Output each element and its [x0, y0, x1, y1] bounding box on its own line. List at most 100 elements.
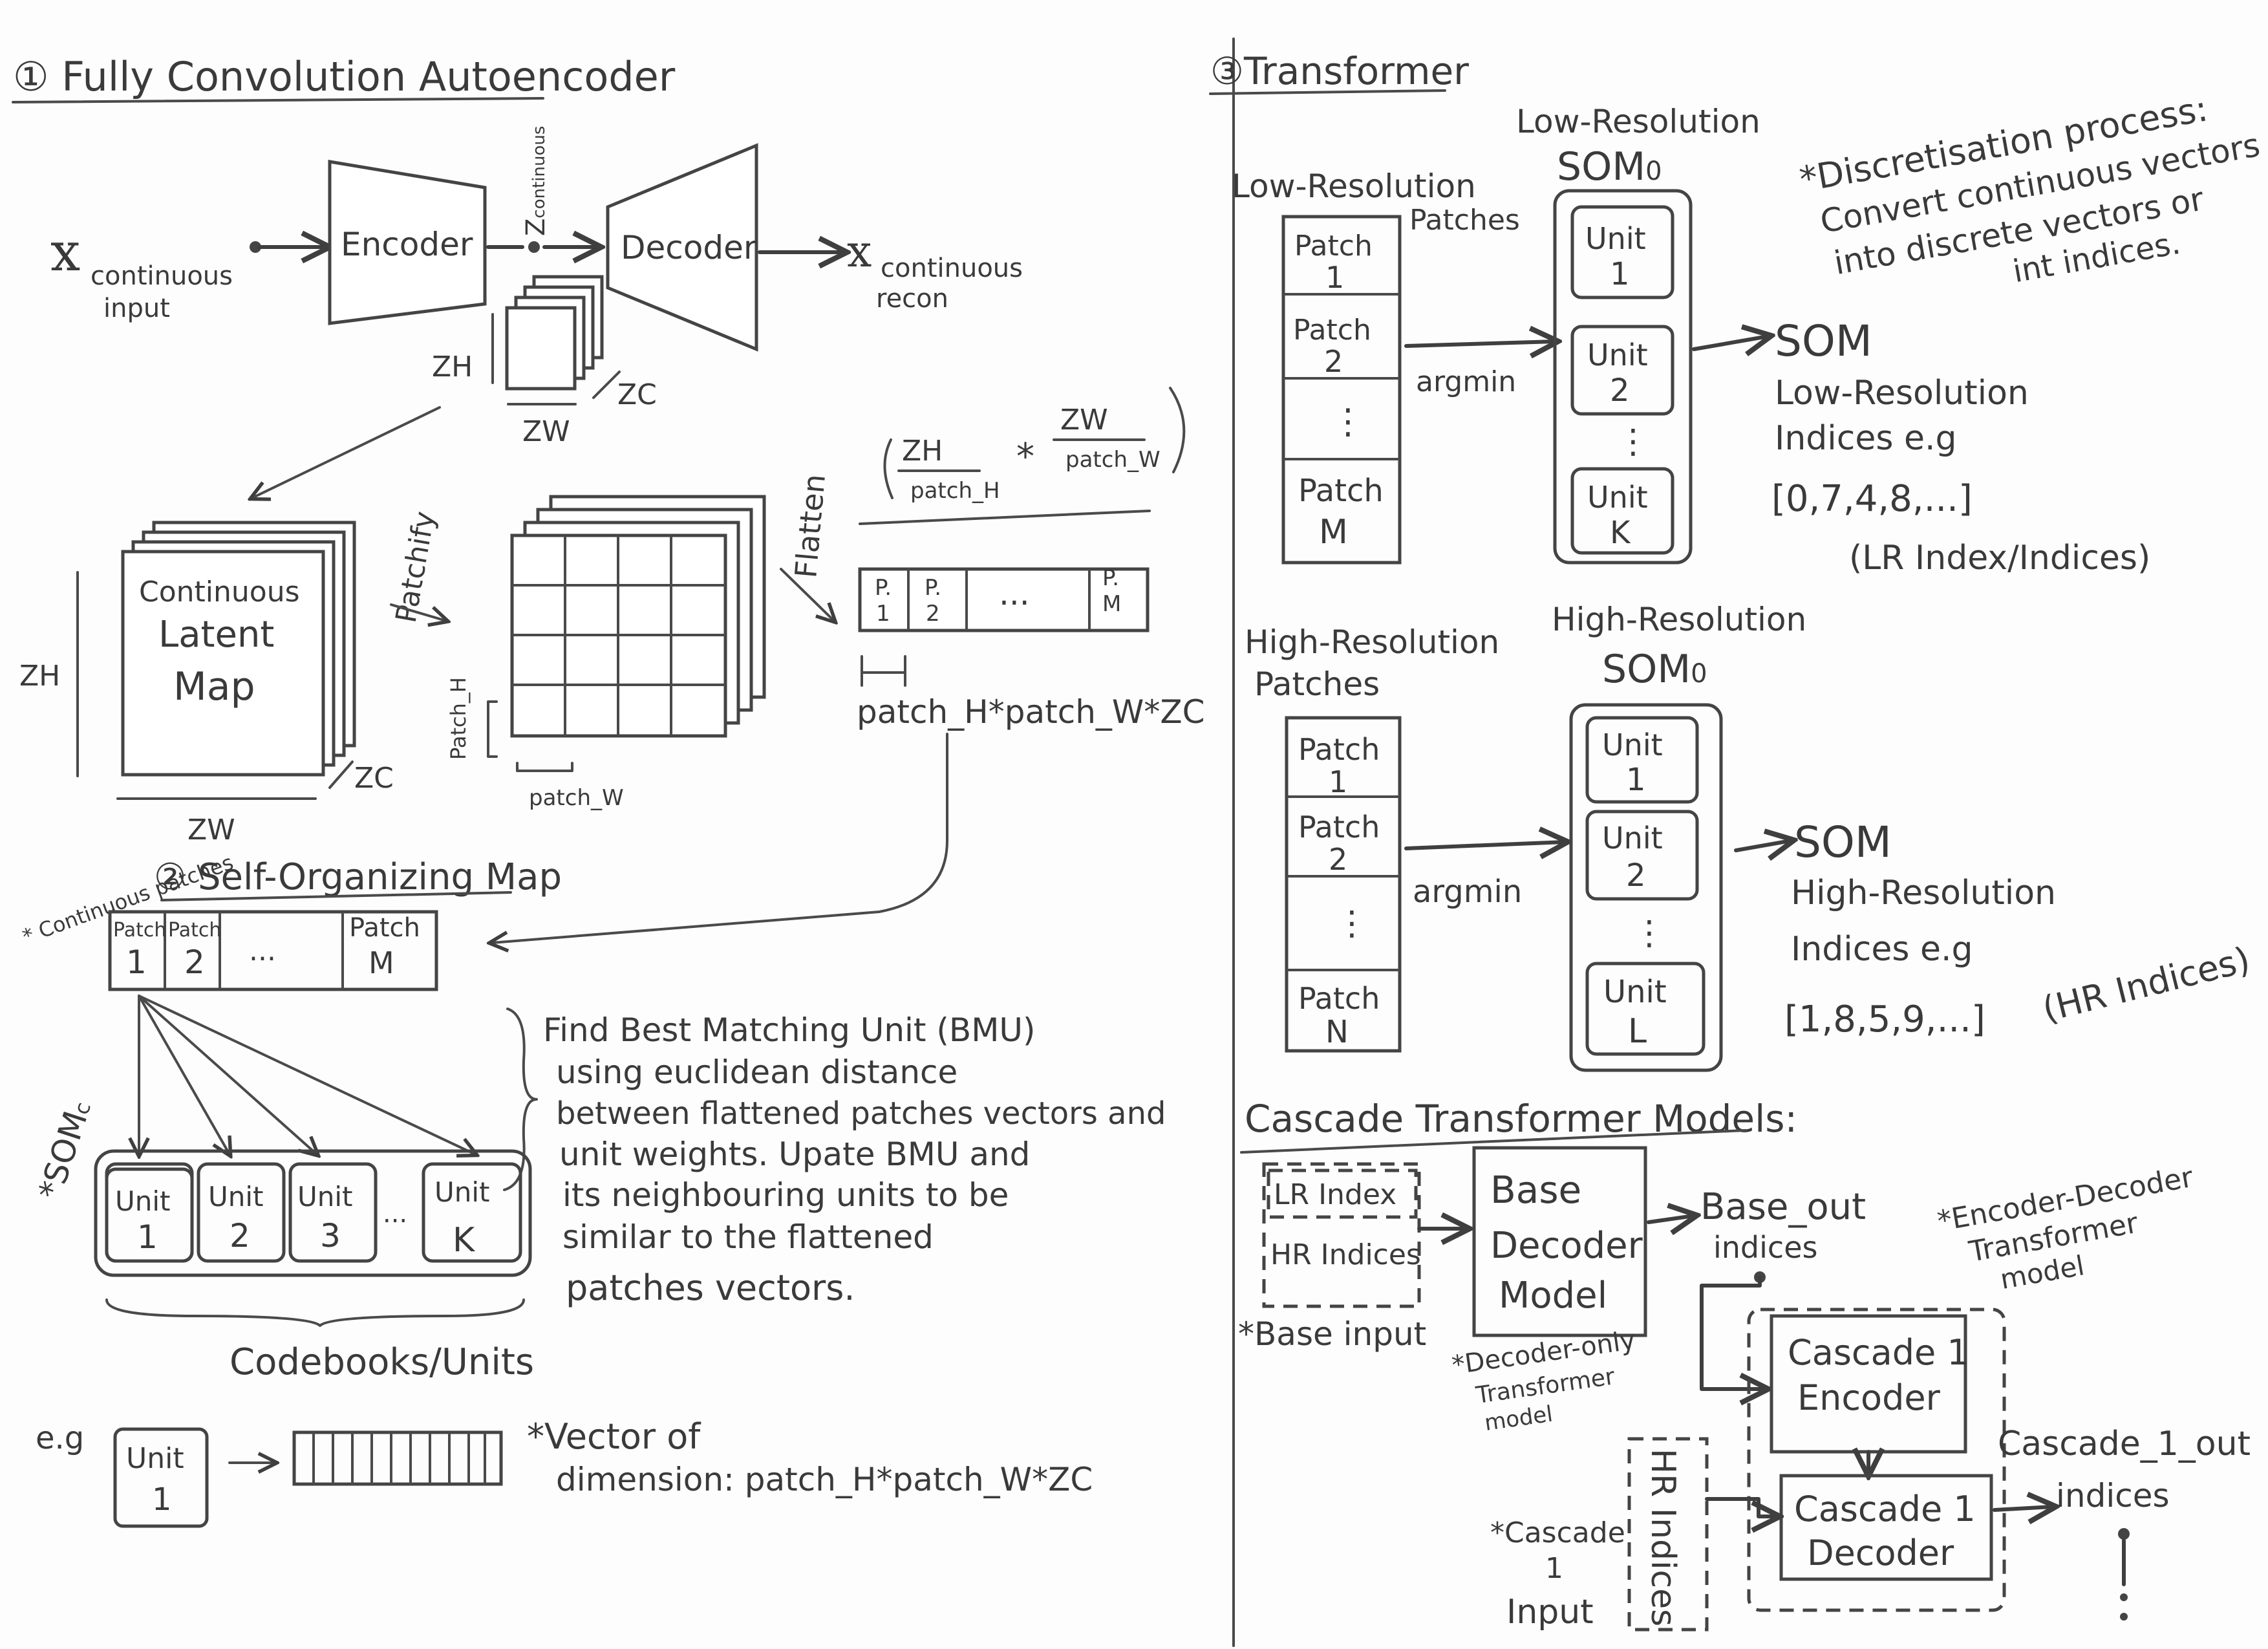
hr-out-title: SOM — [1794, 817, 1892, 867]
cascade-input-line2: 1 — [1545, 1552, 1563, 1585]
x-input-note: input — [103, 294, 170, 323]
bmu-line-7: patches vectors. — [566, 1267, 855, 1308]
x-input-symbol: x — [50, 222, 80, 283]
base-out-line2: indices — [1713, 1230, 1817, 1265]
som-patch-row: Patch 1 Patch 2 ... Patch M — [108, 910, 438, 991]
encoder-block — [328, 160, 487, 325]
cascade-title-underline — [1240, 1129, 1747, 1154]
enc-dec-outer-box — [1747, 1308, 2006, 1612]
lr-unit-1-bottom: 1 — [1610, 256, 1630, 292]
som-units: Unit 1 Unit 2 Unit 3 ... Unit K — [94, 1149, 532, 1277]
frac1-den: patch_H — [910, 478, 1000, 504]
lr-patch-1-bottom: 1 — [1325, 260, 1344, 295]
z-dot — [528, 241, 540, 253]
base-model-line2: Decoder — [1490, 1225, 1643, 1267]
flat-dim-label: patch_H*patch_W*ZC — [857, 693, 1205, 731]
som-title-underline — [160, 891, 512, 901]
eg-unit-bottom: 1 — [152, 1482, 172, 1518]
flatten-arrow — [780, 568, 834, 621]
frac2-den: patch_W — [1065, 447, 1161, 473]
patch-h-bracket — [487, 700, 498, 758]
patch-w-label: patch_W — [529, 785, 624, 811]
hr-out-list: [1,8,5,9,...] — [1784, 998, 1985, 1040]
x-recon-symbol: x — [847, 226, 872, 277]
flat-cell-2-num: 2 — [926, 601, 940, 627]
patchify-arrow — [390, 603, 446, 621]
latent-line2: Latent — [158, 614, 274, 656]
lr-patch-ellipsis: ⋮ — [1331, 401, 1365, 442]
som-patch-m-top: Patch — [349, 913, 420, 943]
eg-vector — [292, 1430, 503, 1486]
cascade-out-dot — [2118, 1528, 2130, 1540]
cascade-input-line1: *Cascade — [1490, 1516, 1625, 1549]
codebooks-label: Codebooks/Units — [230, 1341, 534, 1383]
hr-unit-1-top: Unit — [1602, 727, 1663, 762]
cascade-encoder-line1: Cascade 1 — [1788, 1332, 1969, 1373]
bmu-line-3: between flattened patches vectors and — [556, 1095, 1166, 1132]
x-recon-sub: continuous — [881, 253, 1023, 283]
cascade-encoder-line2: Encoder — [1797, 1377, 1941, 1418]
flat-cell-m-num: M — [1102, 591, 1121, 617]
som-patch-2-bottom: 2 — [184, 943, 205, 981]
lr-out-list: [0,7,4,8,...] — [1771, 478, 1973, 520]
flat-cell-1-top: P. — [875, 575, 892, 601]
flatten-label: Flatten — [788, 473, 832, 579]
hr-out-line2: Indices e.g — [1791, 930, 1973, 969]
lr-patch-2-bottom: 2 — [1324, 344, 1343, 379]
som-unit-k-top: Unit — [434, 1176, 490, 1208]
base-input-label: *Base input — [1238, 1315, 1426, 1353]
lr-unit-k-bottom: K — [1610, 515, 1631, 551]
hr-patch-1-bottom: 1 — [1329, 764, 1347, 799]
hr-som-column: Unit 1 Unit 2 ⋮ Unit L — [1569, 703, 1723, 1072]
lr-argmin-arrow — [1404, 341, 1555, 346]
som-unit-1-bottom: 1 — [137, 1218, 158, 1256]
som-c-name: *SOM — [31, 1106, 94, 1203]
flat-cell-m-top: P. — [1102, 565, 1119, 591]
arrow-base-to-cascade — [1700, 1275, 1765, 1389]
lr-index-label: LR Index — [1274, 1178, 1396, 1211]
base-input-box — [1262, 1162, 1421, 1308]
hr-patch-n-bottom: N — [1325, 1014, 1349, 1050]
z-sub: continuous — [530, 126, 549, 219]
lr-out-note: (LR Index/Indices) — [1849, 539, 2150, 577]
som-unit-2-top: Unit — [208, 1181, 264, 1212]
latent-line1: Continuous — [139, 576, 300, 609]
hr-unit-1-bottom: 1 — [1626, 762, 1646, 798]
z-stack — [505, 275, 604, 391]
arrow-to-latent — [252, 406, 441, 498]
hr-out-note: (HR Indices) — [2038, 939, 2254, 1029]
vector-note-line1: *Vector of — [527, 1416, 701, 1457]
hr-unit-l-top: Unit — [1603, 974, 1667, 1010]
latent-zh-label: ZH — [19, 660, 60, 693]
lr-out-title: SOM — [1775, 316, 1872, 366]
cascade-out-line1: Cascade_1_out — [1998, 1425, 2251, 1463]
bmu-line-2: using euclidean distance — [556, 1053, 957, 1091]
z-continuous-label: Zcontinuous — [521, 126, 551, 236]
cascade-input-line3: Input — [1506, 1593, 1594, 1632]
hr-unit-l-bottom: L — [1628, 1012, 1647, 1051]
input-dot — [250, 241, 261, 253]
hr-indices-label: HR Indices — [1270, 1238, 1421, 1271]
eg-unit-top: Unit — [126, 1442, 184, 1475]
hr-patches-title2: Patches — [1254, 665, 1380, 703]
hr-unit-2-top: Unit — [1602, 821, 1663, 856]
som-unit-ellipsis: ... — [383, 1199, 407, 1229]
lr-patch-m-bottom: M — [1319, 513, 1348, 552]
cascade-out-line2: indices — [2056, 1477, 2170, 1514]
transformer-title-underline — [1209, 89, 1446, 95]
som-unit-1-top: Unit — [115, 1185, 171, 1217]
som-patch-ellipsis: ... — [249, 934, 276, 967]
section-fca: ① Fully Convolution Autoencoder x contin… — [12, 53, 1023, 498]
bmu-line-6: similar to the flattened — [562, 1218, 934, 1256]
lr-patch-1-top: Patch — [1294, 230, 1373, 263]
cascade-dot-1 — [2120, 1593, 2128, 1601]
flat-cell-2-top: P. — [925, 575, 941, 601]
flat-cell-ellipsis: ... — [999, 575, 1030, 612]
hr-out-line1: High-Resolution — [1791, 874, 2056, 912]
times-sign: * — [1016, 436, 1034, 478]
base-model-line1: Base — [1490, 1168, 1581, 1212]
arrow-flat-to-som — [491, 733, 948, 943]
lr-patches-title: Low-Resolution — [1232, 167, 1476, 205]
zc-bracket — [592, 371, 621, 399]
